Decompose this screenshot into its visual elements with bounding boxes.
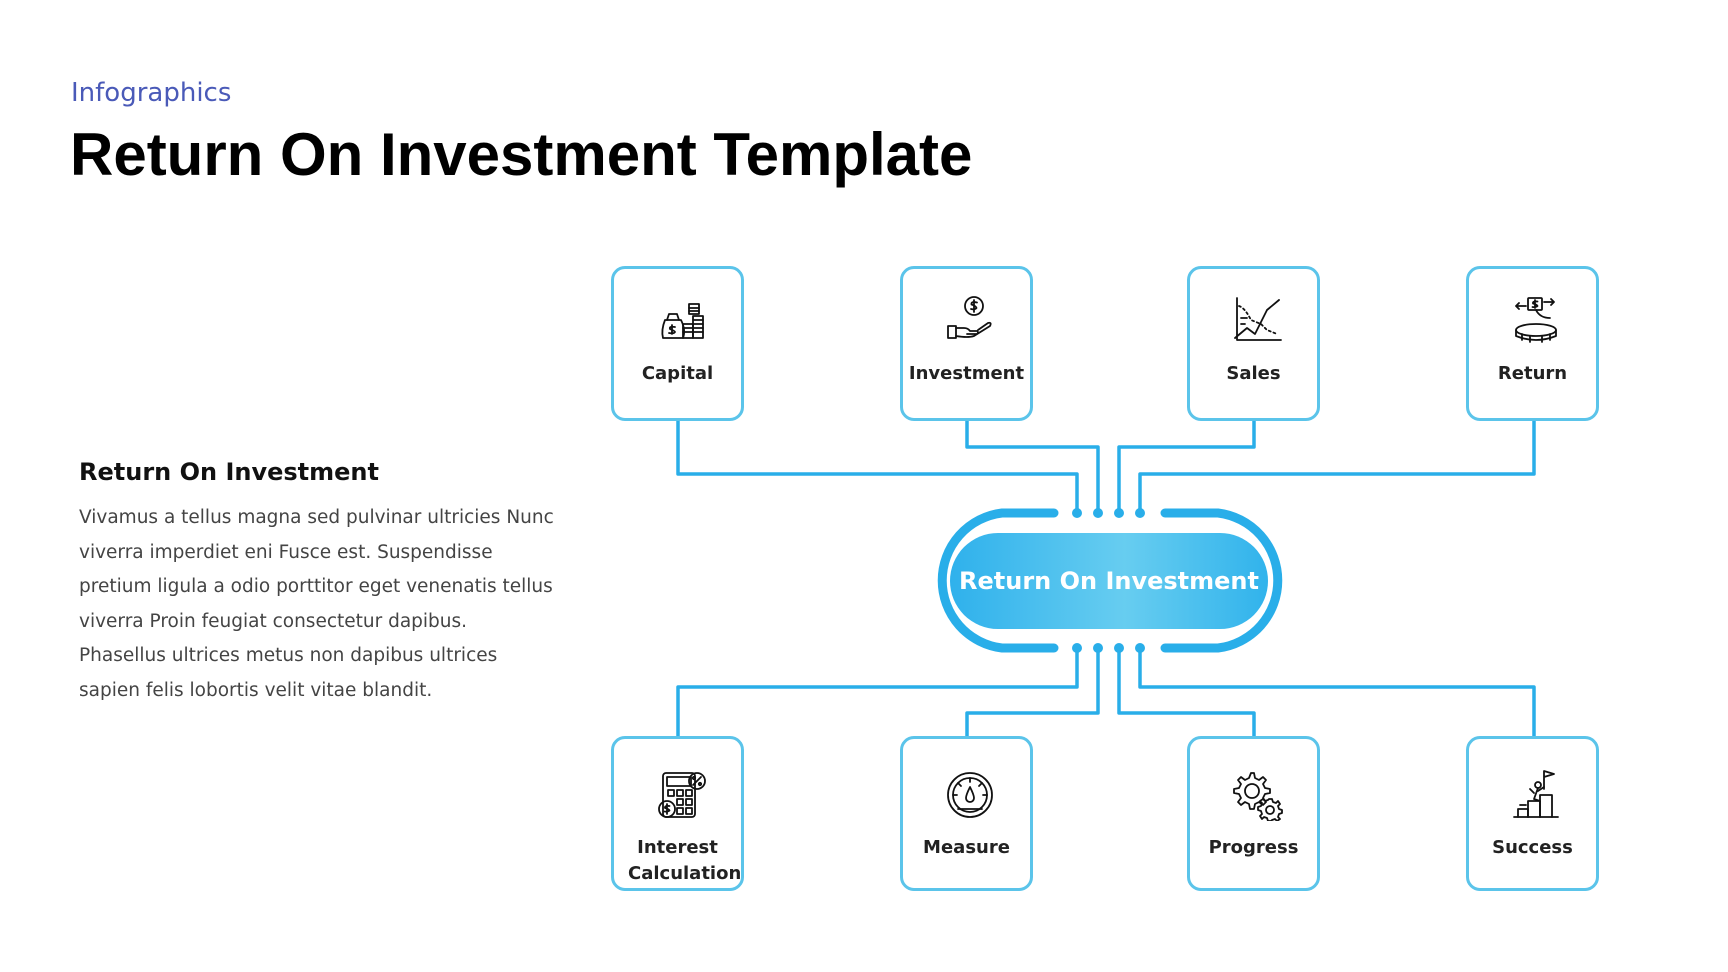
card-investment: Investment bbox=[900, 266, 1033, 421]
card-label: Capital bbox=[641, 363, 714, 384]
connector-return bbox=[1138, 413, 1536, 513]
card-success: Success bbox=[1466, 736, 1599, 891]
money-bag-coins-icon bbox=[655, 294, 707, 346]
card-label: Interest Calculation bbox=[628, 837, 742, 884]
card-sales: Sales bbox=[1187, 266, 1320, 421]
card-label: Measure bbox=[923, 837, 1010, 858]
card-interest-calculation: Interest Calculation bbox=[611, 736, 744, 891]
connector-measure bbox=[965, 648, 1100, 746]
card-return: Return bbox=[1466, 266, 1599, 421]
dot-top-2 bbox=[1093, 508, 1103, 518]
side-heading: Return On Investment bbox=[79, 458, 379, 486]
coin-stack-return-icon bbox=[1510, 294, 1562, 346]
connector-sales bbox=[1117, 413, 1256, 513]
dot-top-4 bbox=[1135, 508, 1145, 518]
dot-bottom-4 bbox=[1135, 643, 1145, 653]
connector-success bbox=[1138, 648, 1536, 746]
card-label: Progress bbox=[1208, 837, 1299, 858]
side-body-text: Vivamus a tellus magna sed pulvinar ultr… bbox=[79, 507, 554, 701]
calculator-percent-icon bbox=[655, 769, 707, 821]
hand-coin-icon bbox=[944, 294, 996, 346]
card-measure: Measure bbox=[900, 736, 1033, 891]
gears-icon bbox=[1231, 769, 1283, 821]
line-chart-icon bbox=[1231, 294, 1283, 346]
card-capital: Capital bbox=[611, 266, 744, 421]
dot-bottom-3 bbox=[1114, 643, 1124, 653]
card-label: Return bbox=[1497, 363, 1568, 384]
page-title: Return On Investment Template bbox=[70, 121, 973, 188]
gauge-icon bbox=[944, 769, 996, 821]
card-label: Success bbox=[1492, 837, 1573, 858]
dot-top-3 bbox=[1114, 508, 1124, 518]
connector-progress bbox=[1117, 648, 1256, 746]
connector-investment bbox=[965, 413, 1100, 513]
center-pill: Return On Investment bbox=[950, 533, 1268, 629]
eyebrow-label: Infographics bbox=[71, 78, 232, 108]
card-label: Investment bbox=[908, 363, 1025, 384]
capsule-ring bbox=[937, 508, 1283, 653]
card-progress: Progress bbox=[1187, 736, 1320, 891]
dot-bottom-2 bbox=[1093, 643, 1103, 653]
connector-interest bbox=[676, 648, 1079, 746]
flag-podium-icon bbox=[1510, 769, 1562, 821]
card-label: Sales bbox=[1226, 363, 1281, 384]
dot-top-1 bbox=[1072, 508, 1082, 518]
dot-bottom-1 bbox=[1072, 643, 1082, 653]
connector-capital bbox=[676, 413, 1079, 513]
